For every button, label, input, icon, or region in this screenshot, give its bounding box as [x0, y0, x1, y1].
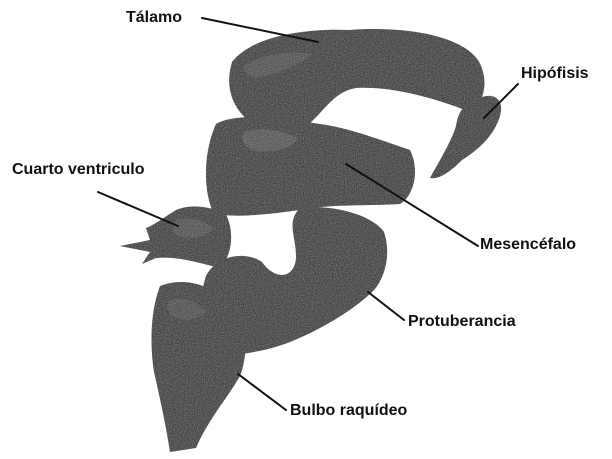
- label-hipofisis: Hipófisis: [521, 66, 589, 82]
- leader-line-protuberancia: [368, 292, 404, 320]
- midbrain-shape: [206, 117, 415, 216]
- thalamus-shape: [229, 29, 484, 130]
- leader-line-talamo: [202, 18, 318, 42]
- label-protuberancia: Protuberancia: [408, 314, 516, 330]
- leader-line-bulbo: [238, 374, 286, 410]
- label-mesencefalo: Mesencéfalo: [480, 237, 576, 253]
- fourth-ventricle-shape: [120, 207, 231, 268]
- label-cuarto-ventriculo: Cuarto ventriculo: [12, 162, 144, 178]
- leader-line-cuarto-ventriculo: [98, 192, 178, 226]
- label-talamo: Tálamo: [126, 10, 182, 26]
- label-bulbo-raquideo: Bulbo raquídeo: [290, 403, 407, 419]
- brain-structure: [120, 29, 501, 452]
- hypophysis-shape: [430, 96, 501, 178]
